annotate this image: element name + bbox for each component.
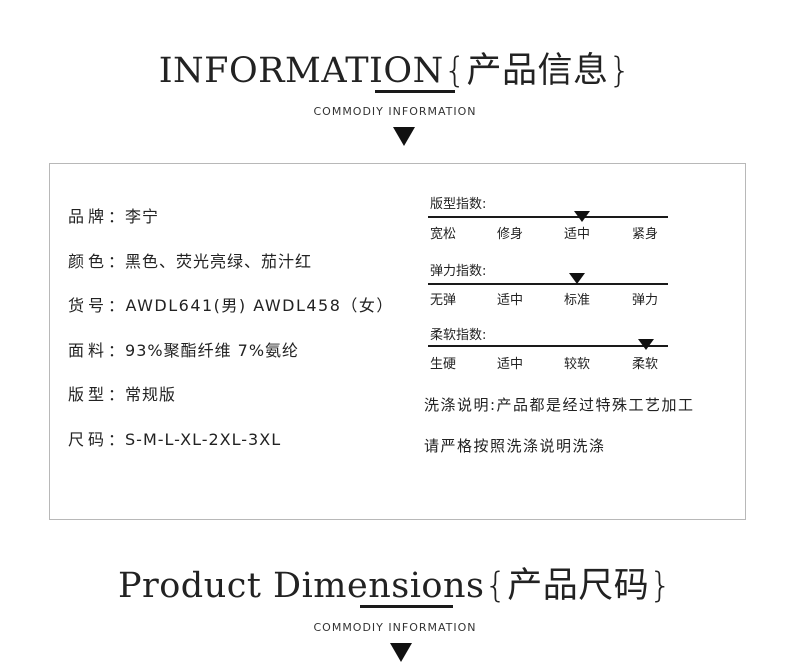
spec-fit: 版型：常规版: [68, 381, 176, 405]
scale-tick: 标准: [564, 293, 591, 308]
section-subtitle: COMMODIY INFORMATION: [313, 105, 477, 118]
spec-item-number: 货号：AWDL641(男) AWDL458（女）: [68, 292, 394, 316]
info-panel: [49, 163, 746, 520]
spec-size: 尺码：S-M-L-XL-2XL-3XL: [68, 426, 281, 450]
title-cn: {产品尺码}: [484, 566, 673, 606]
scale-tick: 弹力: [632, 293, 659, 308]
scale-title-fit: 版型指数:: [430, 197, 487, 212]
title-en: Product Dimensions: [117, 566, 485, 606]
scale-tick: 适中: [497, 293, 524, 308]
scale-tick: 适中: [497, 357, 524, 372]
spec-label: 面料: [68, 341, 109, 360]
title-underline: [375, 90, 455, 93]
spec-value: ：93%聚酯纤维 7%氨纶: [108, 341, 300, 360]
section-title-dimensions: Product Dimensions{产品尺码}: [0, 557, 790, 608]
scale-tick: 宽松: [430, 227, 457, 242]
scale-line: [428, 283, 668, 285]
spec-color: 颜色：黑色、荧光亮绿、茄汁红: [68, 248, 312, 272]
scale-tick: 适中: [564, 227, 591, 242]
down-arrow-icon: [390, 643, 412, 662]
scale-marker-icon: [638, 339, 654, 350]
spec-value: ：AWDL641(男) AWDL458（女）: [108, 296, 394, 315]
spec-label: 版型: [68, 385, 109, 404]
section-subtitle: COMMODIY INFORMATION: [313, 621, 477, 634]
scale-title-elasticity: 弹力指数:: [430, 264, 487, 279]
scale-line: [428, 216, 668, 218]
scale-marker-icon: [574, 211, 590, 222]
spec-value: ：李宁: [108, 207, 160, 226]
title-en: INFORMATION: [158, 51, 444, 91]
spec-value: ：黑色、荧光亮绿、茄汁红: [108, 252, 313, 271]
spec-label: 尺码: [68, 430, 109, 449]
spec-value: ：常规版: [108, 385, 177, 404]
title-cn: {产品信息}: [443, 51, 632, 91]
scale-tick: 较软: [564, 357, 591, 372]
scale-tick: 紧身: [632, 227, 659, 242]
wash-instructions-line2: 请严格按照洗涤说明洗涤: [424, 437, 606, 455]
down-arrow-icon: [393, 127, 415, 146]
scale-title-softness: 柔软指数:: [430, 328, 487, 343]
scale-line: [428, 345, 668, 347]
spec-label: 货号: [68, 296, 109, 315]
spec-fabric: 面料：93%聚酯纤维 7%氨纶: [68, 337, 299, 361]
spec-label: 品牌: [68, 207, 109, 226]
scale-tick: 修身: [497, 227, 524, 242]
title-underline: [360, 605, 453, 608]
spec-brand: 品牌：李宁: [68, 203, 159, 227]
wash-instructions-line1: 洗涤说明:产品都是经过特殊工艺加工: [424, 396, 695, 414]
section-title-information: INFORMATION{产品信息}: [0, 42, 790, 93]
scale-tick: 生硬: [430, 357, 457, 372]
spec-label: 颜色: [68, 252, 109, 271]
scale-tick: 无弹: [430, 293, 457, 308]
scale-tick: 柔软: [632, 357, 659, 372]
scale-marker-icon: [569, 273, 585, 284]
spec-value: ：S-M-L-XL-2XL-3XL: [108, 430, 282, 449]
